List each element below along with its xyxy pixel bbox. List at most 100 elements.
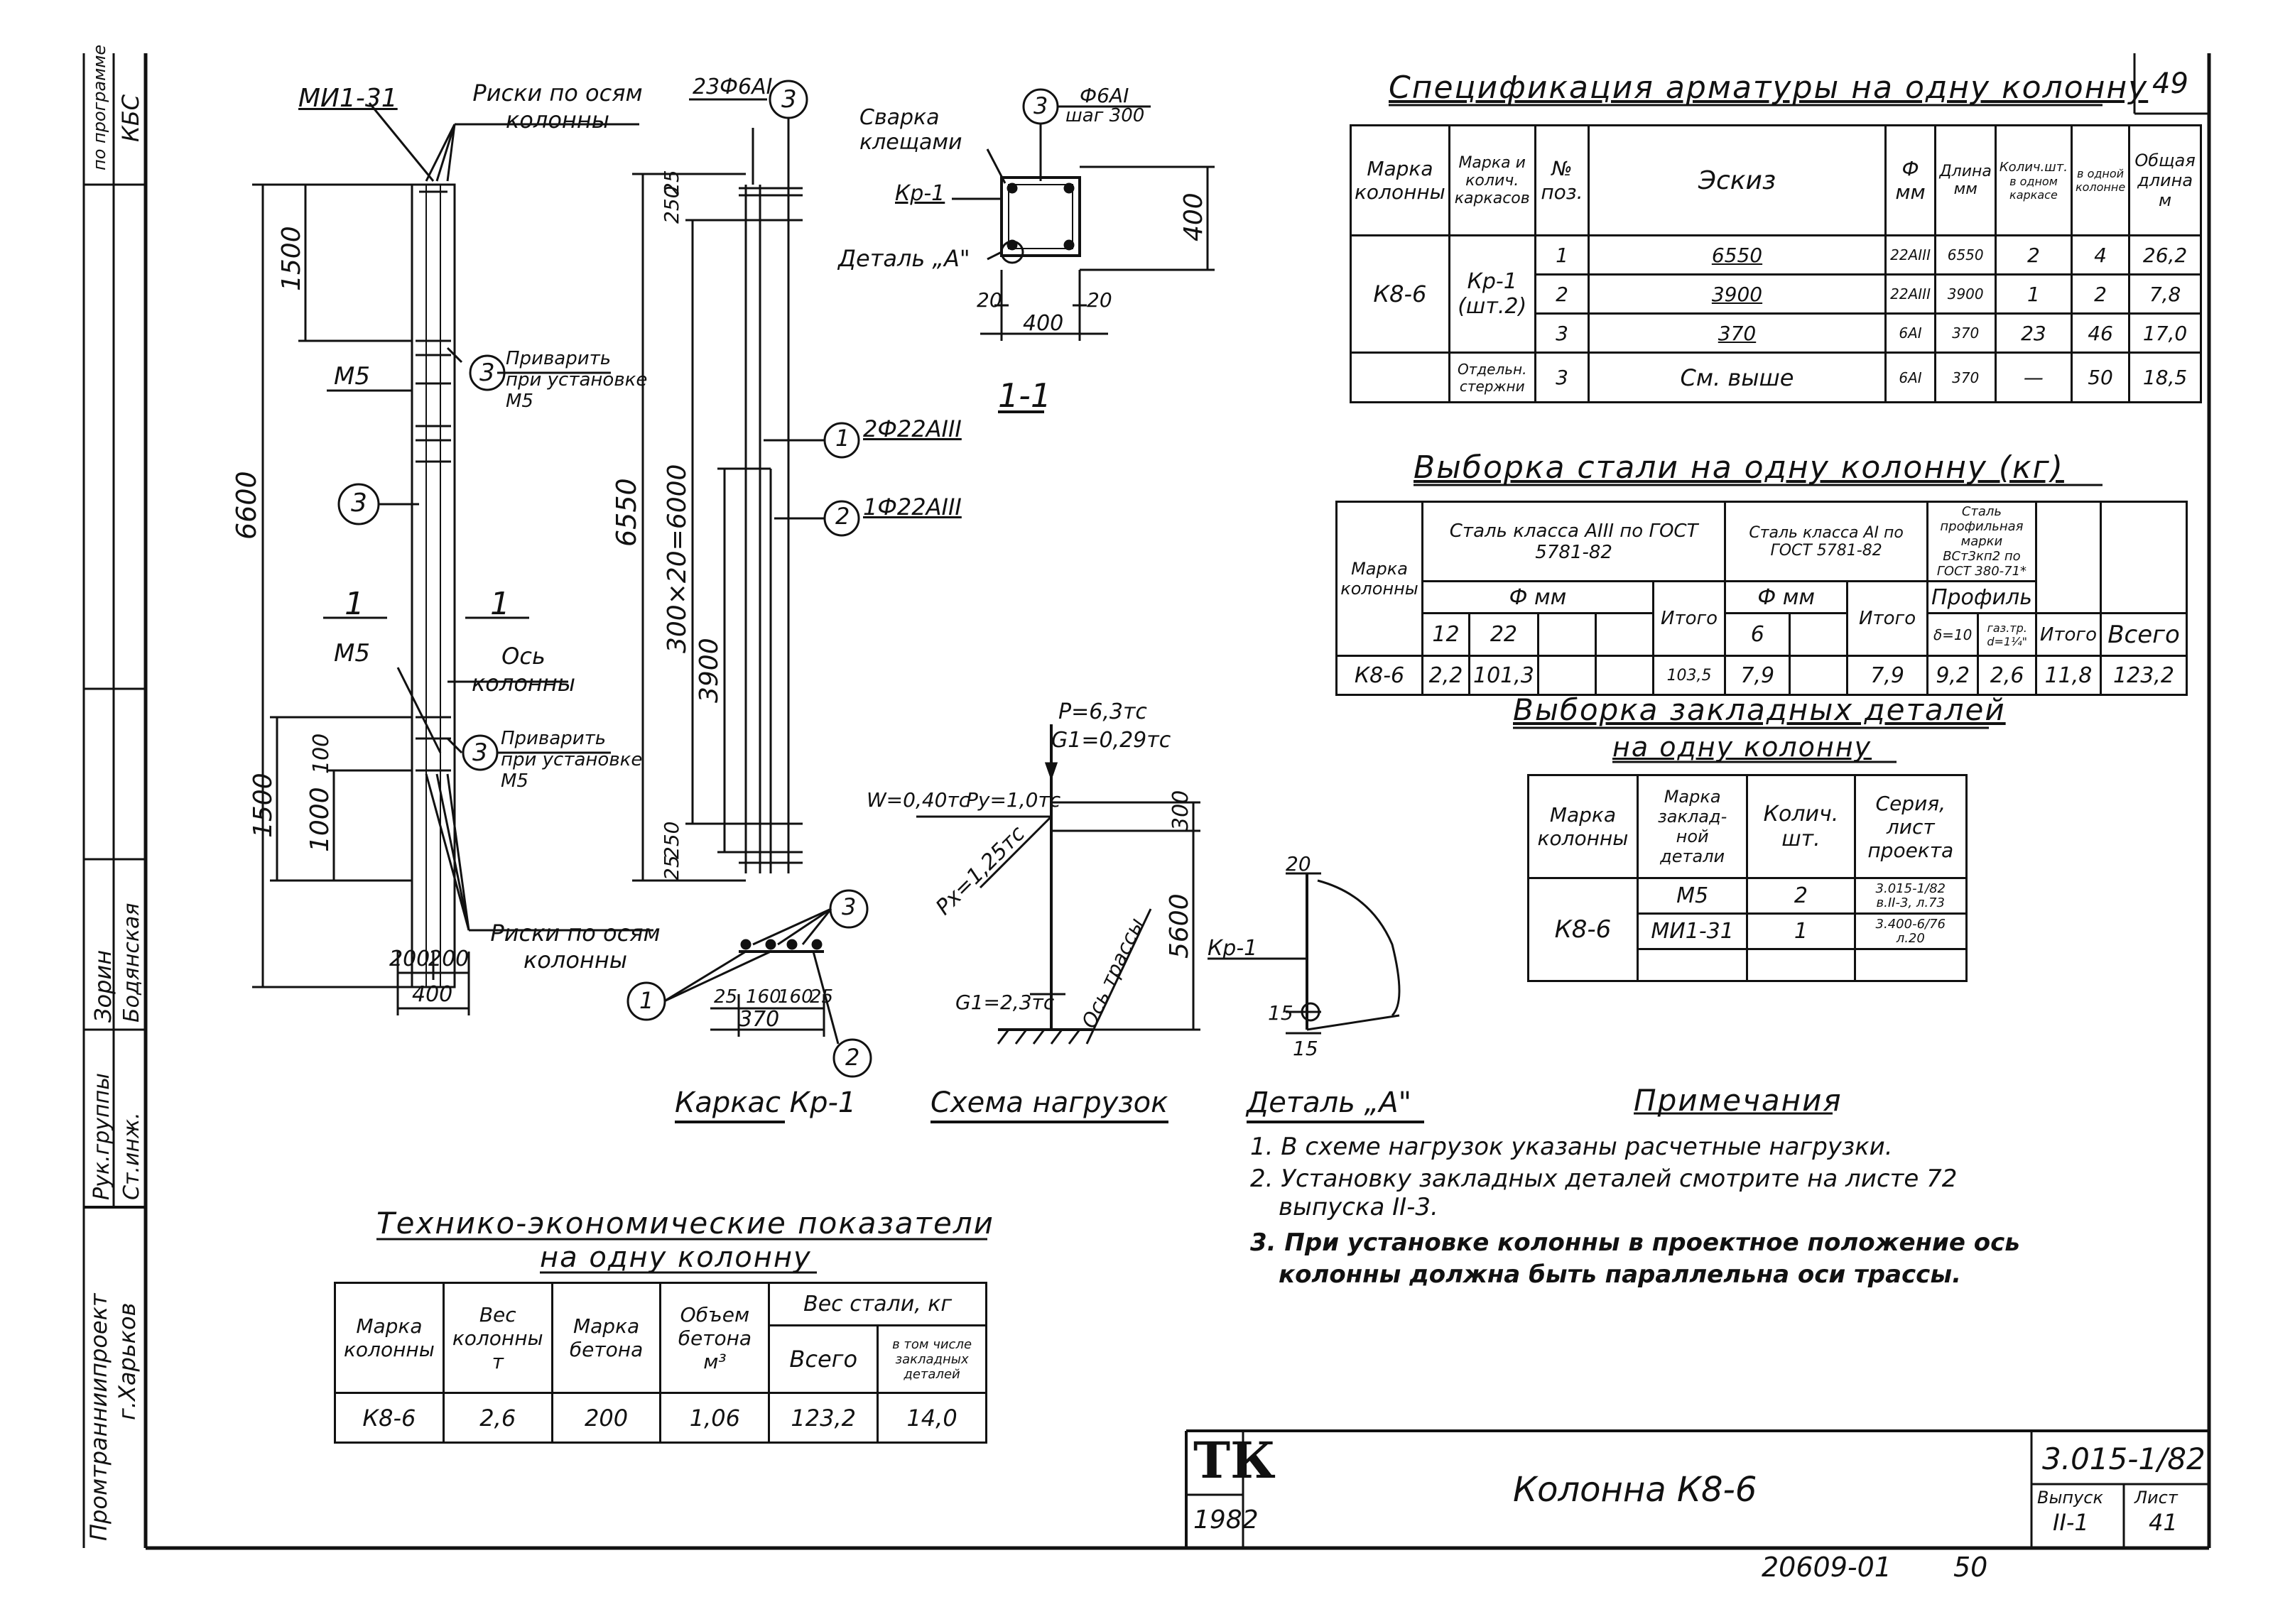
strip-org-1: Промтранниипроект	[85, 1293, 112, 1541]
spec-r3-q1: —	[1994, 351, 2073, 403]
load-g1-bottom: G1=2,3тс	[955, 991, 1055, 1014]
dim-200b: 200	[428, 947, 469, 971]
spec-h-total: Общая длина м	[2128, 124, 2202, 236]
note-2: 2. Установку закладных деталей смотрите …	[1250, 1165, 1958, 1193]
embed-table-title-1: Выборка закладных деталей	[1513, 692, 2006, 727]
title-series: 3.015-1/82	[2042, 1442, 2206, 1476]
embed-r1-qty: 1	[1746, 912, 1856, 950]
spec-r2-len: 370	[1934, 312, 1997, 354]
dim-250-bottom: 250	[660, 822, 683, 859]
kr1-pos2: 2	[845, 1044, 860, 1071]
steel-r-v22: 101,3	[1468, 655, 1539, 696]
spec-r3-total: 18,5	[2128, 351, 2202, 403]
steel-r-blank-3	[1789, 655, 1849, 696]
spec-r3-len: 370	[1934, 351, 1997, 403]
spec-r2-sketch: 370	[1588, 312, 1887, 354]
spec-r0-sketch: 6550	[1588, 234, 1887, 276]
spec-r0-dia: 22АIII	[1884, 234, 1937, 276]
steel-h-pipe: газ.тр. d=1¼"	[1977, 612, 2037, 657]
spec-h-qty: Колич.шт.	[1999, 159, 2068, 175]
cage-top-label: 23Ф6АI	[693, 75, 773, 99]
embed-col-mark: К8-6	[1527, 877, 1639, 982]
steel-h-vsego: Всего	[2100, 612, 2188, 657]
section-stirrup-label-2: шаг 300	[1065, 105, 1145, 126]
tech-r-volume: 1,06	[659, 1392, 771, 1444]
cage-pos1: 1	[835, 425, 850, 452]
spec-h-qty-cage-text: в одном каркасе	[2009, 174, 2058, 202]
tech-h-concrete: Марка бетона	[550, 1282, 662, 1394]
embed-h-col-mark: Марка колонны	[1527, 774, 1639, 879]
tech-h-steel-embed: в том числе закладных деталей	[877, 1324, 987, 1394]
title-logo: ТК	[1193, 1431, 1276, 1490]
dim-400-bottom: 400	[1023, 311, 1063, 336]
steel-r-vp: 2,6	[1977, 655, 2037, 696]
tech-h-steel-total: Всего	[768, 1324, 879, 1394]
steel-h-profile: Профиль	[1926, 580, 2037, 614]
spec-r1-len: 3900	[1934, 273, 1997, 315]
axis-route: Ось трассы	[1077, 915, 1148, 1032]
label-section-2: 1	[490, 586, 510, 622]
dim-25b: 25	[810, 986, 833, 1008]
label-pos3-bottom: 3	[472, 739, 488, 767]
embed-r0-series-2: в.II-3, л.73	[1876, 895, 1945, 910]
kr1-pos1: 1	[639, 987, 654, 1014]
spec-h-pos: № поз.	[1534, 124, 1590, 236]
section-stirrup-label-1: Ф6АI	[1080, 84, 1129, 107]
steel-r-mark: К8-6	[1335, 655, 1423, 696]
tech-table: Марка колонны Вес колонны т Марка бетона…	[334, 1282, 987, 1444]
detail-dim-15b: 15	[1293, 1037, 1318, 1060]
embed-table: Марка колонны Марка заклад- ной детали К…	[1527, 774, 1968, 982]
detail-dim-20: 20	[1286, 852, 1311, 876]
label-weld-top: Приварить при установке М5	[506, 348, 648, 412]
load-p: P=6,3тс	[1058, 699, 1147, 724]
dim-300: 300	[1168, 790, 1193, 831]
steel-h-blank-3	[1536, 612, 1597, 657]
embed-r0-mark: М5	[1636, 877, 1749, 915]
spec-r2-total: 17,0	[2128, 312, 2202, 354]
load-title: Схема нагрузок	[931, 1086, 1168, 1119]
note-1: 1. В схеме нагрузок указаны расчетные на…	[1250, 1133, 1893, 1161]
title-issue-label: Выпуск	[2037, 1488, 2103, 1508]
dim-100: 100	[309, 734, 334, 774]
notes-title: Примечания	[1634, 1083, 1843, 1118]
steel-r-blank-2	[1594, 655, 1654, 696]
steel-h-dia-1: Ф мм	[1421, 580, 1654, 614]
dim-25-bottom: 25	[660, 855, 683, 881]
spec-h-qty-col: в одной колонне	[2070, 124, 2131, 236]
dim-400: 400	[412, 982, 452, 1007]
spec-h-qty-cage: Колич.шт.в одном каркасе	[1994, 124, 2073, 236]
tech-r-steel-total: 123,2	[768, 1392, 879, 1444]
steel-table-title: Выборка стали на одну колонну (кг)	[1414, 449, 2064, 486]
spec-table-title: Спецификация арматуры на одну колонну	[1389, 70, 2149, 106]
spec-r3-dia: 6АI	[1884, 351, 1937, 403]
spec-r3-sketch: См. выше	[1588, 351, 1887, 403]
dim-6600: 6600	[231, 471, 262, 540]
steel-h-d12: 12	[1421, 612, 1470, 657]
dim-1000: 1000	[305, 787, 335, 852]
spec-r1-dia: 22АIII	[1884, 273, 1937, 315]
spec-r0-pos: 1	[1534, 234, 1590, 276]
steel-h-itogo-1: Итого	[1651, 580, 1727, 657]
title-sheet-label: Лист	[2134, 1488, 2178, 1508]
title-sheet: 41	[2149, 1509, 2178, 1536]
spec-r0-q1: 2	[1994, 234, 2073, 276]
steel-h-itogo-3: Итого	[2034, 612, 2103, 657]
label-m5-mid: М5	[334, 639, 370, 667]
spec-h-length: Длина мм	[1934, 124, 1997, 236]
steel-h-col-mark: Марка колонны	[1335, 501, 1423, 657]
detail-kr1: Кр-1	[1208, 936, 1258, 961]
spec-r0-total: 26,2	[2128, 234, 2202, 276]
spec-r2-dia: 6АI	[1884, 312, 1937, 354]
embed-table-title-2: на одну колонну	[1612, 731, 1872, 763]
steel-r-v6: 7,9	[1724, 655, 1791, 696]
section-detail-a: Деталь „А"	[838, 245, 970, 272]
dim-400-right: 400	[1179, 192, 1208, 241]
embed-r0-qty: 2	[1746, 877, 1856, 915]
dim-25a: 25	[714, 986, 737, 1008]
spec-r3-pos: 3	[1534, 351, 1590, 403]
label-section-1: 1	[344, 586, 364, 622]
tech-r-mark: К8-6	[334, 1392, 445, 1444]
